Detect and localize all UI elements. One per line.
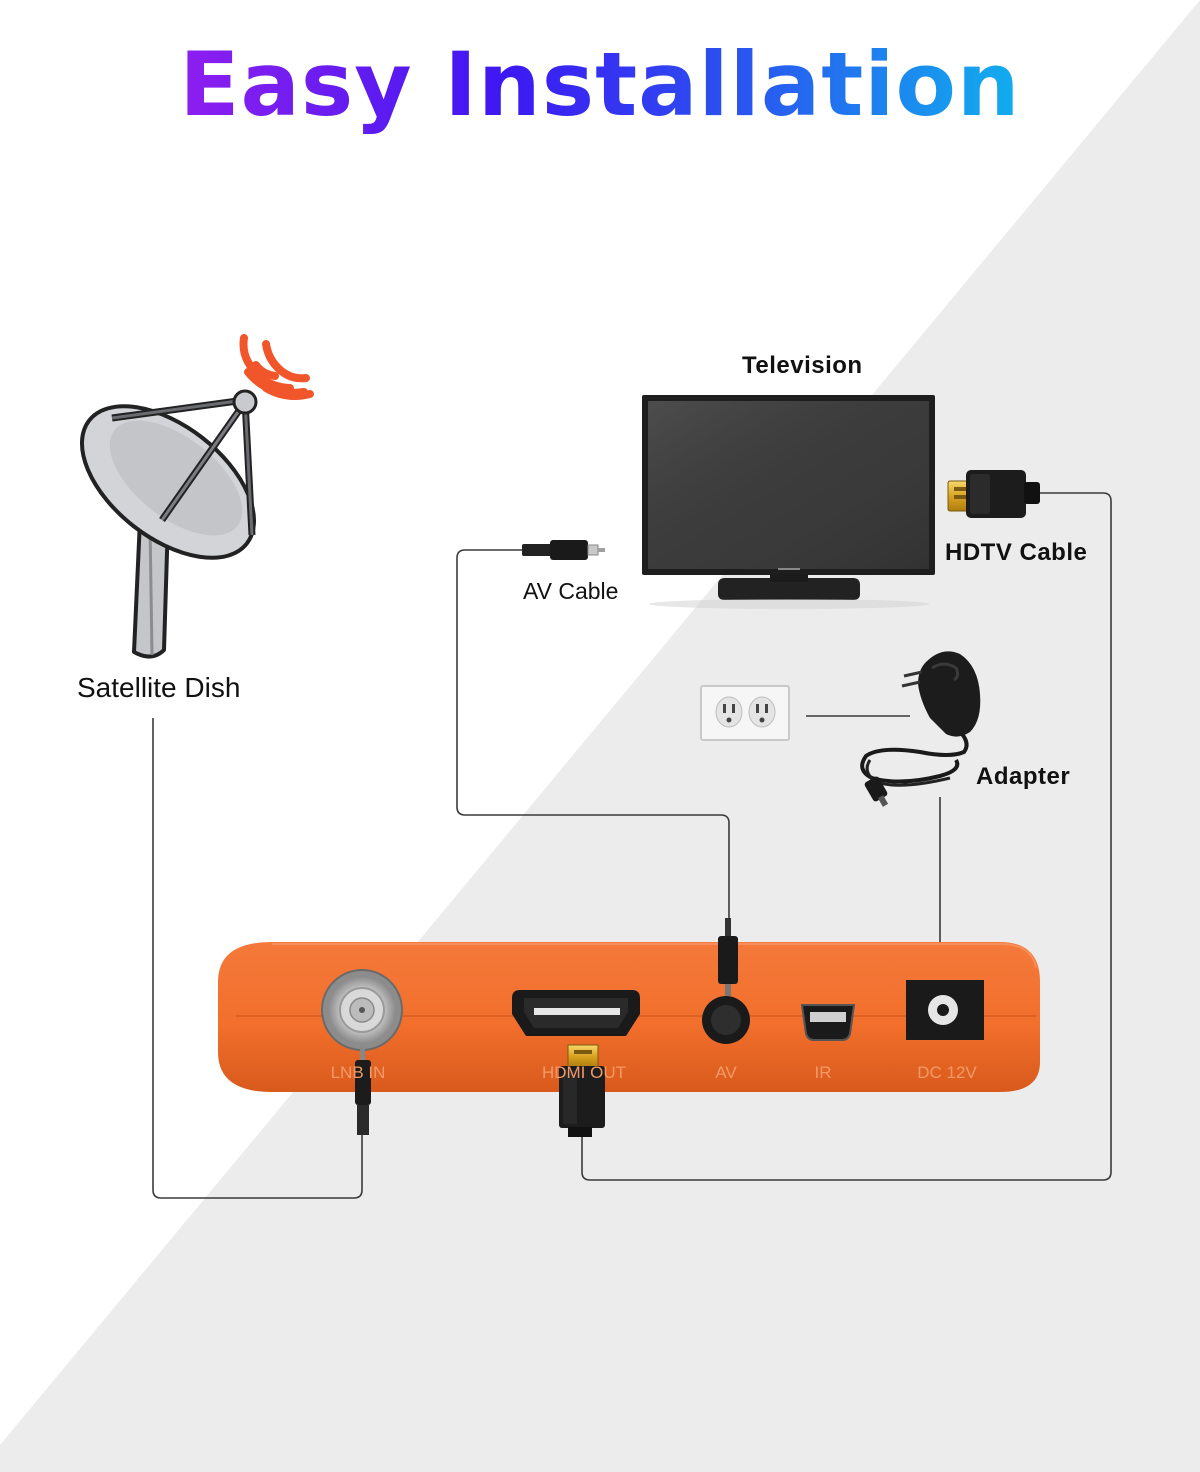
television-icon	[642, 395, 935, 609]
dish-cable-line	[152, 718, 363, 1199]
av-jack-plug-icon	[718, 918, 738, 996]
satellite-dish-label: Satellite Dish	[77, 672, 241, 703]
port-label-av: AV	[715, 1063, 737, 1082]
hdmi-out-port	[512, 990, 640, 1036]
av-cable-line	[456, 549, 730, 922]
ir-port	[800, 1004, 856, 1041]
port-label-lnb: LNB IN	[331, 1063, 386, 1082]
hdtv-cable-label: HDTV Cable	[945, 539, 1088, 566]
page-title: Easy Installation	[0, 30, 1200, 140]
port-label-hdmi: HDMI OUT	[542, 1063, 626, 1082]
television-label: Television	[742, 352, 863, 379]
satellite-dish-icon	[79, 389, 258, 659]
port-label-dc: DC 12V	[917, 1063, 977, 1082]
port-label-ir: IR	[815, 1063, 832, 1082]
wall-outlet-icon	[700, 685, 790, 741]
av-plug-icon	[522, 540, 605, 560]
power-adapter-icon	[860, 651, 981, 807]
coax-connector-icon	[355, 1047, 371, 1135]
hdmi-plug-box-icon	[559, 1044, 605, 1137]
adapter-label: Adapter	[976, 763, 1071, 790]
hdmi-cable-line	[581, 492, 1112, 1181]
signal-waves-icon	[239, 334, 314, 400]
hdmi-plug-tv-icon	[947, 470, 1040, 518]
lnb-in-port	[321, 969, 403, 1051]
av-cable-label: AV Cable	[523, 578, 619, 604]
av-port	[702, 996, 750, 1044]
dc-12v-port	[906, 980, 984, 1040]
